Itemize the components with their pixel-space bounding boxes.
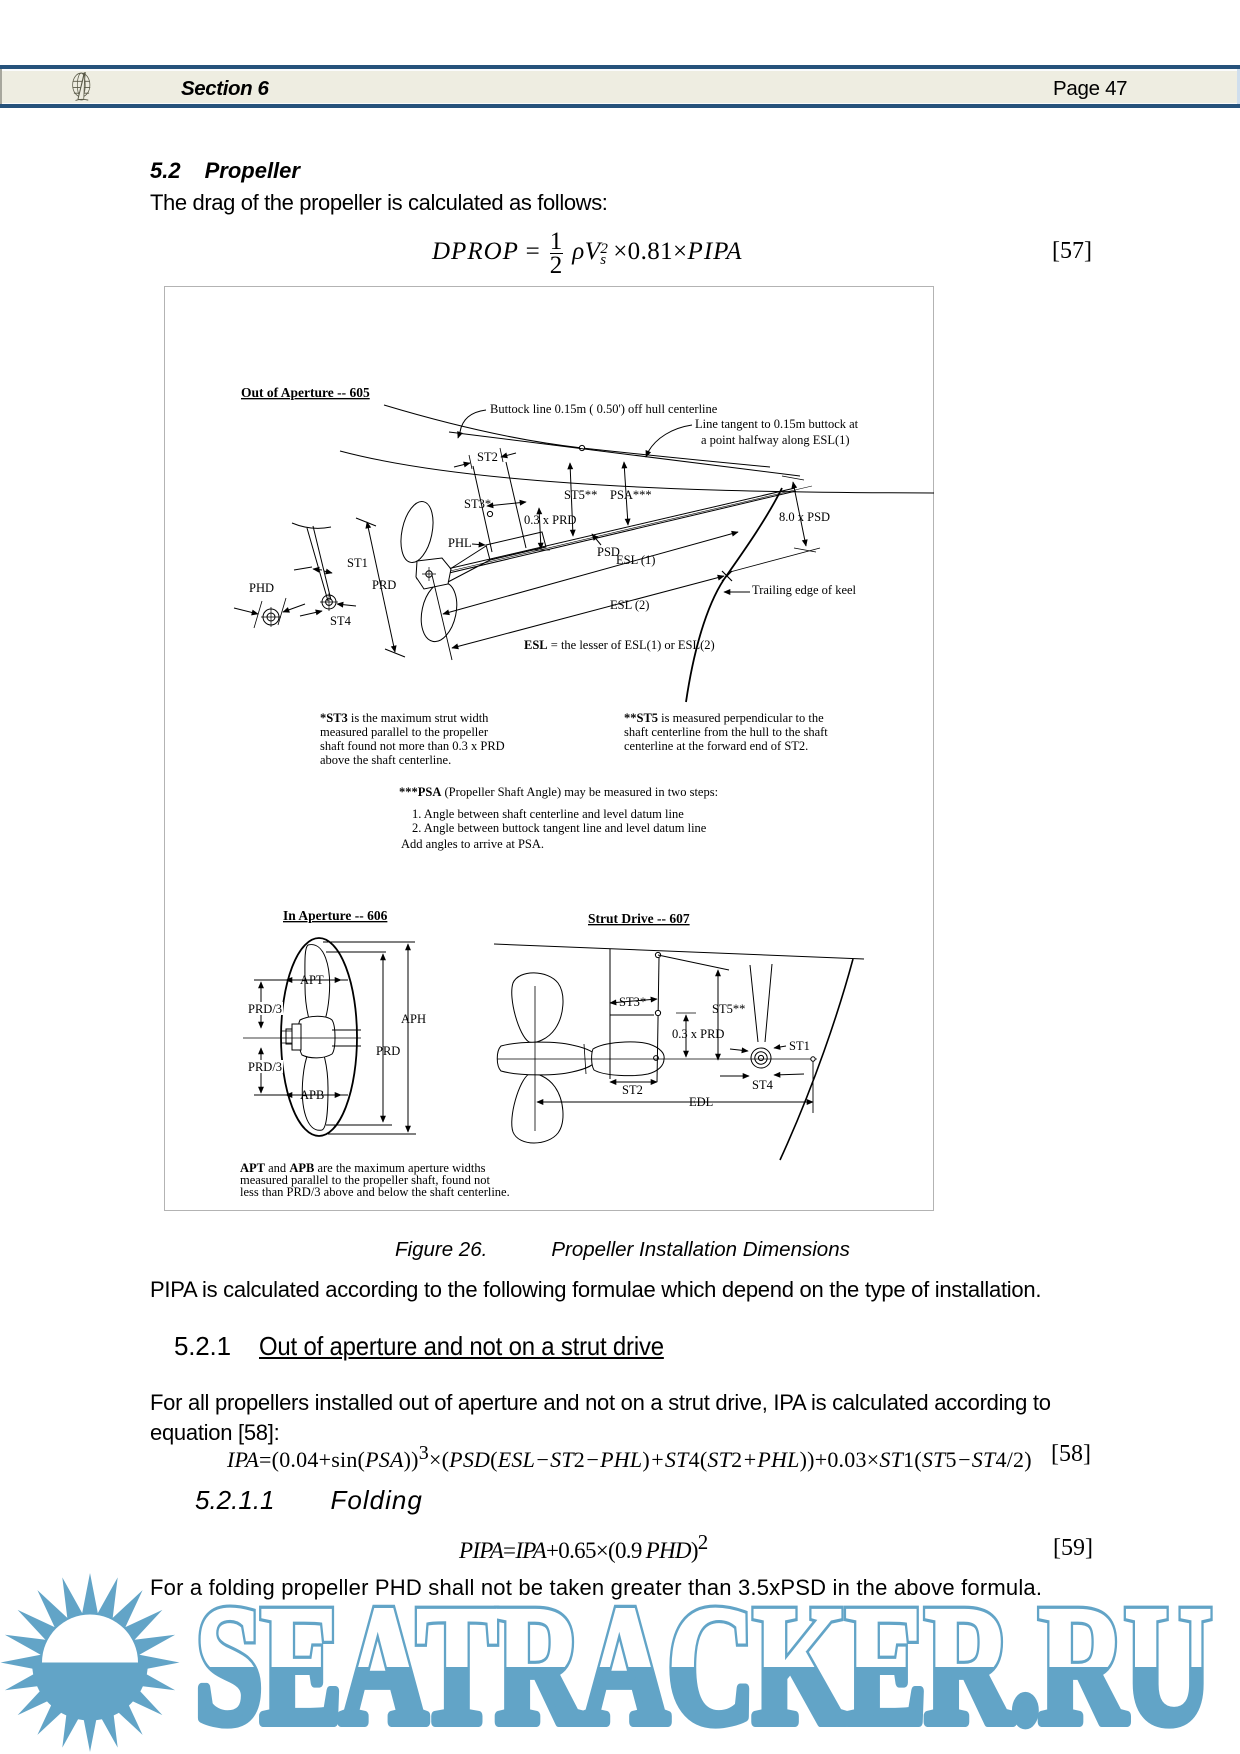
svg-text:SEATRACKER.RU: SEATRACKER.RU [195,1571,1210,1754]
svg-text:Trailing edge of keel: Trailing edge of keel [752,583,857,597]
svg-text:APT and APB are the maximum: APT and APB are the maximum aperture wid… [240,1161,486,1175]
svg-text:2. Angle between buttock tange: 2. Angle between buttock tangent line an… [412,821,707,835]
svg-text:APB: APB [300,1088,324,1102]
svg-text:ST3*: ST3* [619,995,646,1009]
svg-text:measured parallel to the prope: measured parallel to the propeller shaft… [240,1173,490,1187]
svg-text:ST2: ST2 [477,450,498,464]
svg-text:SEATRACKER.RU: SEATRACKER.RU [195,1571,1210,1754]
svg-text:*ST3 is the maximum strut: *ST3 is the maximum strut width [320,711,489,725]
svg-text:Buttock line 0.15m ( 0.50') of: Buttock line 0.15m ( 0.50') off hull cen… [490,402,718,416]
svg-text:ST4: ST4 [752,1078,774,1092]
svg-text:PHD: PHD [249,581,274,595]
svg-text:ST3*: ST3* [464,497,491,511]
svg-text:ESL (1): ESL (1) [616,553,655,567]
svg-text:ST1: ST1 [347,556,368,570]
svg-text:Strut Drive -- 607: Strut Drive -- 607 [588,911,690,926]
svg-text:***PSA (Propeller Shaft Angle): ***PSA (Propeller Shaft Angle) may be me… [399,785,718,799]
svg-text:less than PRD/3 above and belo: less than PRD/3 above and below the shaf… [240,1185,510,1199]
svg-text:shaft found not more than 0.3: shaft found not more than 0.3 x PRD [320,739,505,753]
svg-text:PRD/3: PRD/3 [248,1002,282,1016]
svg-text:0.3 x PRD: 0.3 x PRD [524,513,576,527]
svg-text:Line tangent to 0.15m buttock: Line tangent to 0.15m buttock at [695,417,859,431]
svg-text:8.0 x PSD: 8.0 x PSD [779,510,830,524]
svg-text:measured parallel to the prope: measured parallel to the propeller [320,725,489,739]
svg-text:PRD: PRD [372,578,396,592]
svg-text:In Aperture -- 606: In Aperture -- 606 [283,908,388,923]
svg-text:Add angles to arrive at PSA.: Add angles to arrive at PSA. [401,837,544,851]
svg-text:0.3 x PRD: 0.3 x PRD [672,1027,724,1041]
svg-text:above the shaft centerline.: above the shaft centerline. [320,753,451,767]
svg-text:ST4: ST4 [330,614,352,628]
svg-text:PSD: PSD [597,545,620,559]
svg-text:PRD: PRD [376,1044,400,1058]
svg-text:ST5**: ST5** [564,488,597,502]
svg-text:ST5**: ST5** [712,1002,745,1016]
svg-text:APT: APT [300,973,324,987]
svg-text:ESL = the lesser of ESL(1) or: ESL = the lesser of ESL(1) or ESL(2) [524,638,715,652]
svg-text:SEATRACKER.RU: SEATRACKER.RU [195,1571,1210,1754]
svg-text:PSA***: PSA*** [610,488,652,502]
svg-text:**ST5 is measured perpendicu: **ST5 is measured perpendicular to the [624,711,824,725]
svg-text:shaft centerline from the hull: shaft centerline from the hull to the sh… [624,725,828,739]
svg-text:a point halfway along ESL(1): a point halfway along ESL(1) [701,433,850,447]
svg-text:Out of Aperture -- 605: Out of Aperture -- 605 [241,385,370,400]
svg-text:ST2: ST2 [622,1083,643,1097]
svg-text:ST1: ST1 [789,1039,810,1053]
svg-text:PHL: PHL [448,536,472,550]
svg-text:PRD/3: PRD/3 [248,1060,282,1074]
svg-text:1. Angle between shaft centerl: 1. Angle between shaft centerline and le… [412,807,684,821]
svg-text:APH: APH [401,1012,426,1026]
svg-text:EDL: EDL [689,1095,713,1109]
svg-text:ESL (2): ESL (2) [610,598,649,612]
svg-text:centerline at the forward end: centerline at the forward end of ST2. [624,739,808,753]
